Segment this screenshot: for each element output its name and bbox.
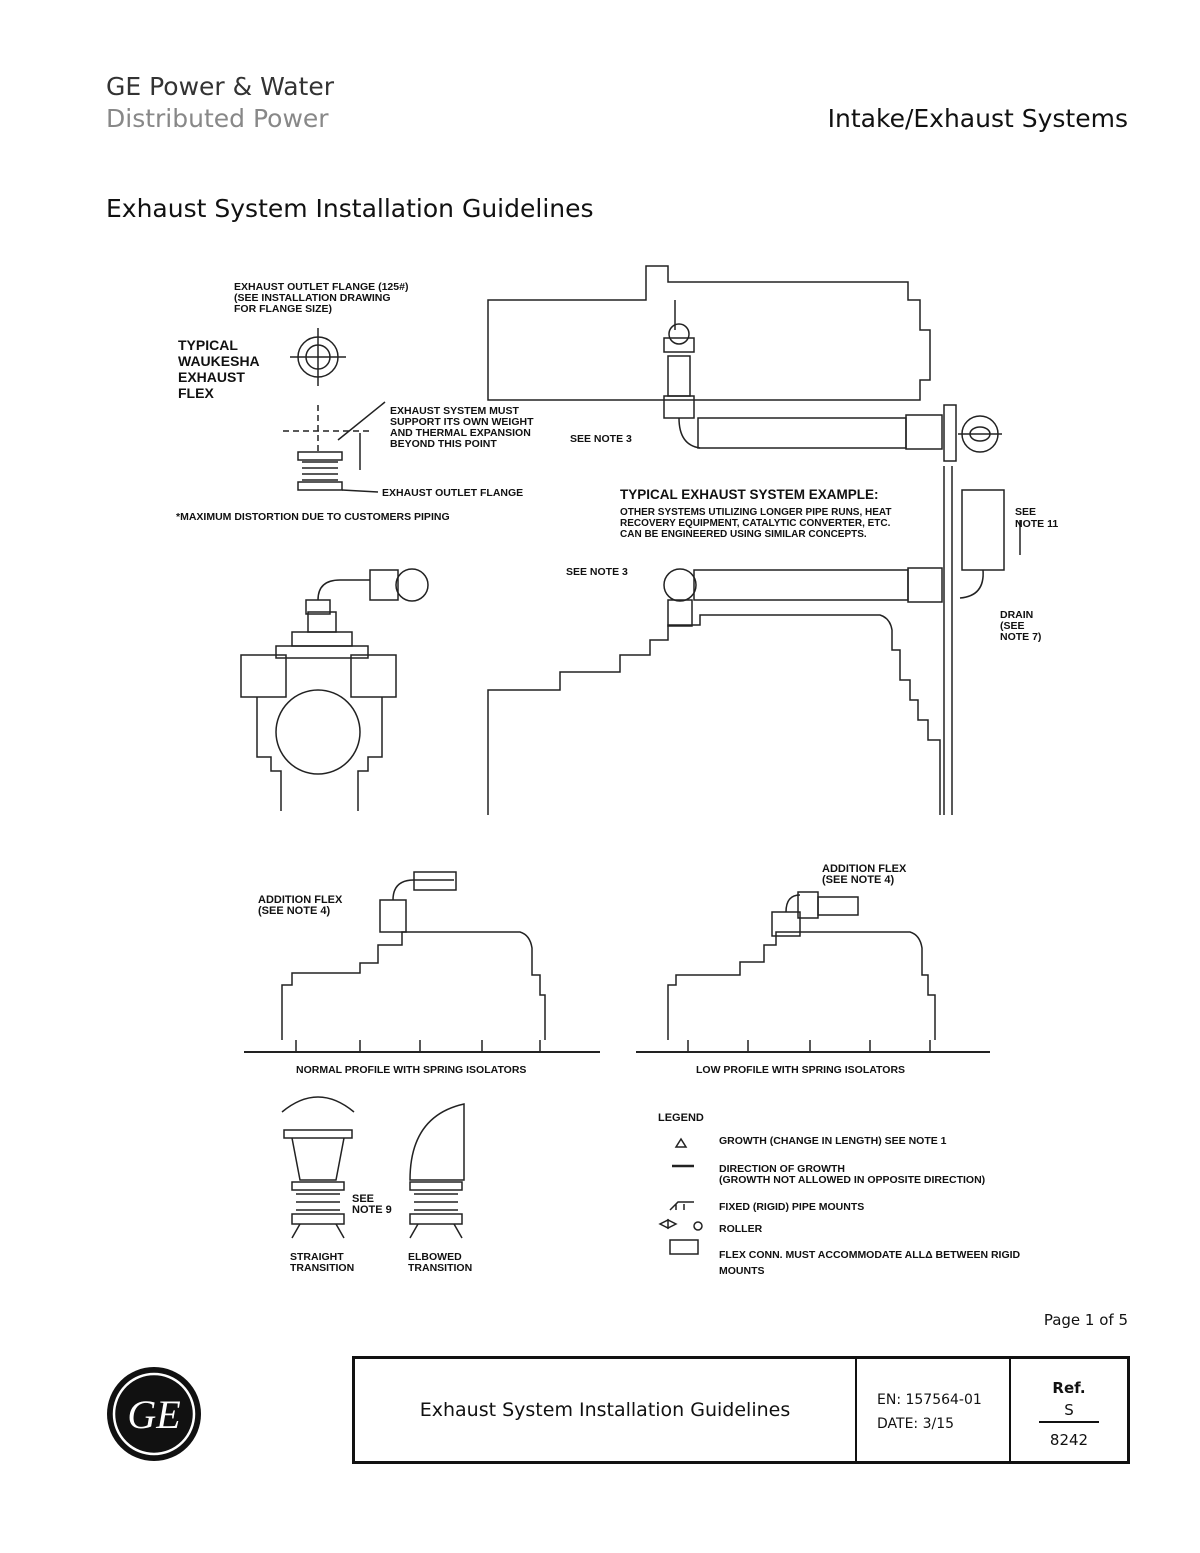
title-block: Exhaust System Installation Guidelines E…: [352, 1356, 1130, 1464]
addition-flex-right-2: (SEE NOTE 4): [822, 874, 894, 886]
addition-flex-left-1: ADDITION FLEX: [258, 894, 343, 906]
ge-logo-icon: GE: [107, 1367, 201, 1461]
example-title: TYPICAL EXHAUST SYSTEM EXAMPLE:: [620, 487, 879, 502]
flange-detail: [283, 328, 386, 493]
division-name: Distributed Power: [106, 104, 329, 133]
support-note-1: EXHAUST SYSTEM MUST: [390, 405, 520, 417]
legend-fixed: FIXED (RIGID) PIPE MOUNTS: [719, 1201, 864, 1213]
support-note-3: AND THERMAL EXPANSION: [390, 427, 531, 439]
date: DATE: 3/15: [877, 1416, 955, 1432]
engine-side-mid: [487, 489, 1021, 815]
normal-profile-label: NORMAL PROFILE WITH SPRING ISOLATORS: [296, 1064, 526, 1076]
legend-flex-1: FLEX CONN. MUST ACCOMMODATE ALLΔ BETWEEN…: [719, 1249, 1021, 1261]
flange-label-3: FOR FLANGE SIZE): [234, 303, 332, 315]
legend-title: LEGEND: [658, 1112, 704, 1124]
low-profile-engine: [636, 891, 990, 1053]
title-block-info: EN: 157564-01 DATE: 3/15: [855, 1359, 1011, 1461]
flange-label-1: EXHAUST OUTLET FLANGE (125#): [234, 281, 408, 293]
ref-label: Ref.: [1052, 1379, 1086, 1397]
legend-roller: ROLLER: [719, 1223, 763, 1235]
elbowed-transition-2: TRANSITION: [408, 1262, 472, 1274]
example-text-1: OTHER SYSTEMS UTILIZING LONGER PIPE RUNS…: [620, 507, 892, 518]
legend-flex-2: MOUNTS: [719, 1265, 765, 1277]
max-distortion-note: *MAXIMUM DISTORTION DUE TO CUSTOMERS PIP…: [176, 511, 450, 523]
see-note-3-mid: SEE NOTE 3: [566, 566, 628, 578]
typical-flex-2: WAUKESHA: [178, 353, 260, 369]
addition-flex-left-2: (SEE NOTE 4): [258, 905, 330, 917]
typical-flex-1: TYPICAL: [178, 337, 238, 353]
straight-transition-1: STRAIGHT: [290, 1251, 344, 1263]
drain-3: NOTE 7): [1000, 631, 1041, 643]
support-note-2: SUPPORT ITS OWN WEIGHT: [390, 416, 534, 428]
normal-profile-engine: [244, 871, 600, 1053]
typical-flex-4: FLEX: [178, 385, 214, 401]
company-name: GE Power & Water: [106, 72, 334, 101]
logo-text: GE: [127, 1392, 180, 1437]
straight-transition: [281, 1096, 355, 1239]
addition-flex-right-1: ADDITION FLEX: [822, 863, 907, 875]
drain-1: DRAIN: [1000, 609, 1033, 621]
elbowed-transition: [409, 1103, 465, 1239]
installation-drawing: EXHAUST OUTLET FLANGE (125#) (SEE INSTAL…: [176, 265, 1058, 1277]
elbowed-transition-1: ELBOWED: [408, 1251, 462, 1263]
see-note-3-top: SEE NOTE 3: [570, 433, 632, 445]
page-title: Exhaust System Installation Guidelines: [106, 194, 594, 223]
page-number: Page 1 of 5: [1043, 1311, 1128, 1329]
see-note-11-1: SEE: [1015, 506, 1036, 518]
see-note-9-2: NOTE 9: [352, 1204, 392, 1216]
ref-divider: [1039, 1421, 1099, 1423]
legend-symbols: [658, 1137, 703, 1255]
example-text-2: RECOVERY EQUIPMENT, CATALYTIC CONVERTER,…: [620, 518, 891, 529]
title-block-title: Exhaust System Installation Guidelines: [419, 1399, 791, 1421]
see-note-11-2: NOTE 11: [1015, 518, 1058, 530]
drain-2: (SEE: [1000, 620, 1025, 632]
legend-growth: GROWTH (CHANGE IN LENGTH) SEE NOTE 1: [719, 1135, 947, 1147]
legend-direction-1: DIRECTION OF GROWTH: [719, 1163, 845, 1175]
flange-label-2: (SEE INSTALLATION DRAWING: [234, 292, 391, 304]
typical-flex-3: EXHAUST: [178, 369, 245, 385]
engine-front-view: [240, 568, 429, 811]
en-number: EN: 157564-01: [877, 1392, 982, 1408]
title-block-ref: Ref. S 8242: [1011, 1359, 1127, 1461]
support-note-4: BEYOND THIS POINT: [390, 438, 497, 450]
outlet-flange-label: EXHAUST OUTLET FLANGE: [382, 487, 523, 499]
example-text-3: CAN BE ENGINEERED USING SIMILAR CONCEPTS…: [620, 529, 867, 540]
low-profile-label: LOW PROFILE WITH SPRING ISOLATORS: [696, 1064, 905, 1076]
ref-bottom: 8242: [1049, 1431, 1089, 1449]
legend-direction-2: (GROWTH NOT ALLOWED IN OPPOSITE DIRECTIO…: [719, 1174, 985, 1186]
section-title: Intake/Exhaust Systems: [827, 104, 1128, 133]
see-note-9-1: SEE: [352, 1193, 374, 1205]
straight-transition-2: TRANSITION: [290, 1262, 354, 1274]
ref-top: S: [1064, 1401, 1074, 1419]
engine-side-top: [487, 265, 1002, 815]
